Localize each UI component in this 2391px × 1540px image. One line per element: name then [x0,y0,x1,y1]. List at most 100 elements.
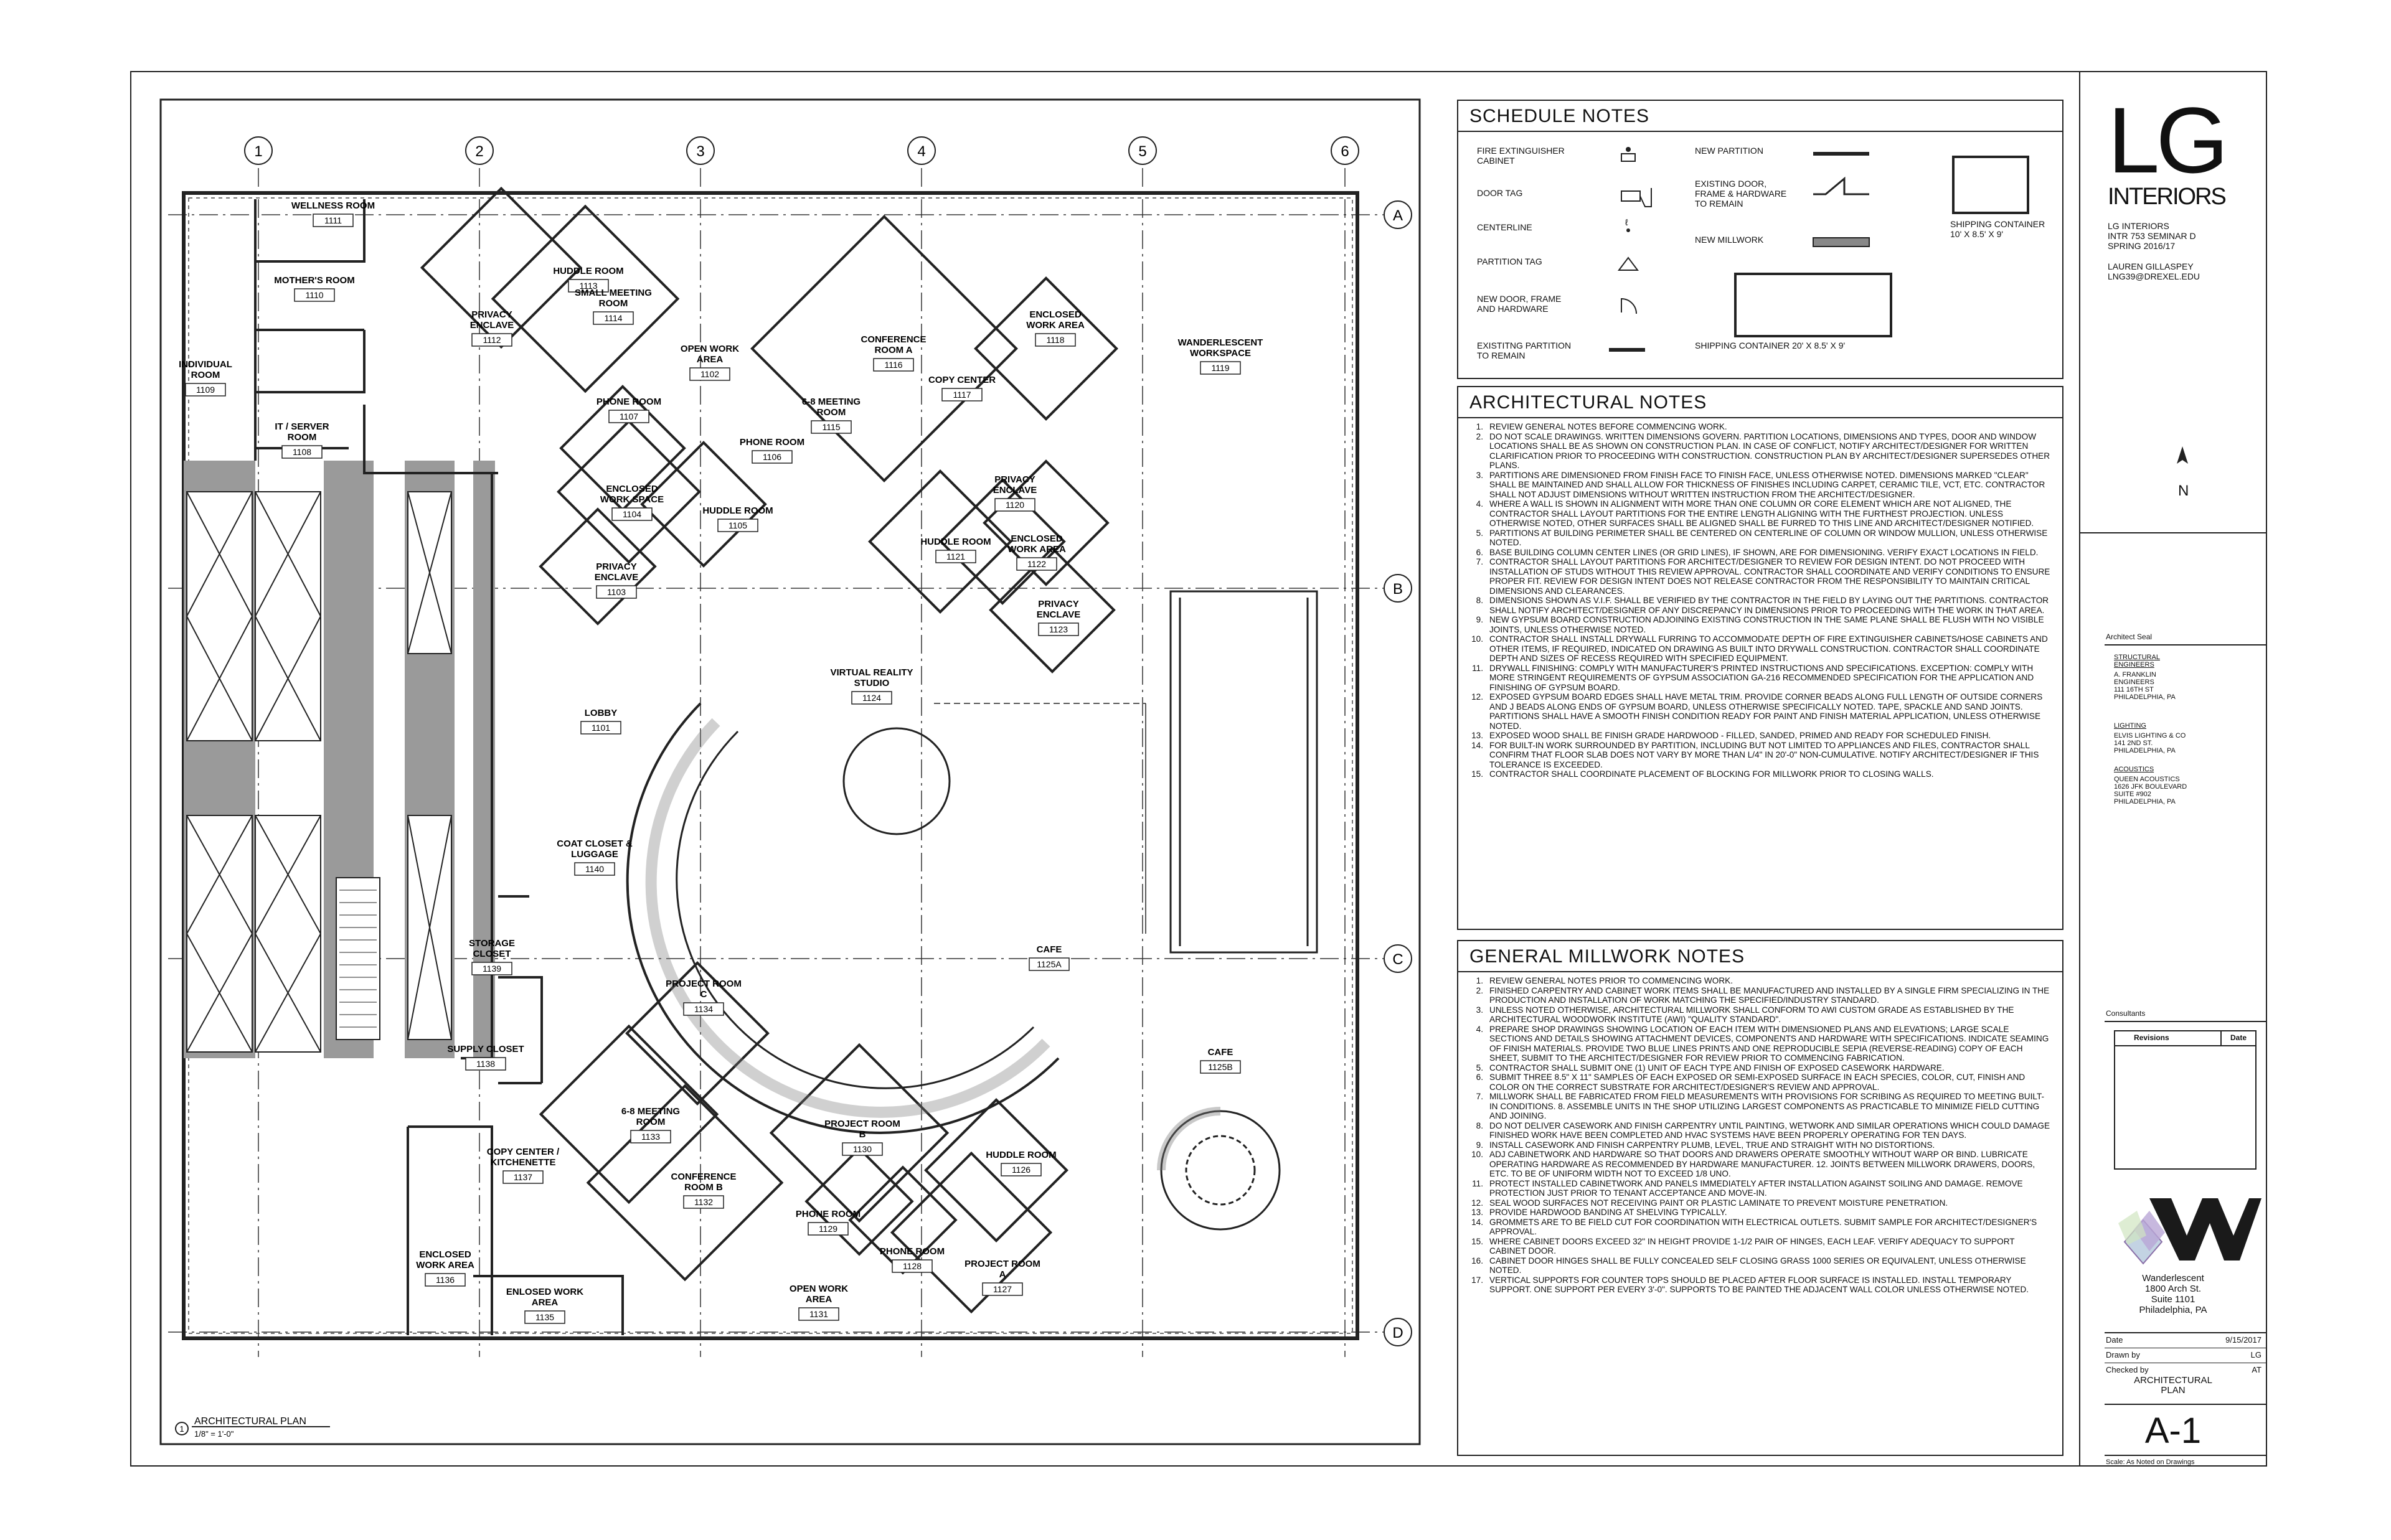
building-shell [182,191,1359,1340]
consultants-label: Consultants [2106,1009,2146,1018]
room-number: 1110 [305,290,323,300]
room-name: COPY CENTER / [487,1147,560,1157]
millwork-note: 9.INSTALL CASEWORK AND FINISH CARPENTRY … [1476,1140,1935,1150]
room-number-tag [471,333,512,347]
room-number: 1128 [903,1261,922,1271]
room-number-tag [465,1057,506,1071]
room-name: ENCLAVE [595,572,639,583]
millwork-note: 1.REVIEW GENERAL NOTES PRIOR TO COMMENCI… [1476,976,1733,985]
room-number-tag [281,445,323,459]
grid-bubble [686,136,715,165]
architect-seal-label: Architect Seal [2106,632,2153,641]
room-name: CAFE [1037,944,1062,955]
room-name: PRIVACY [1038,599,1079,609]
room-name: WANDERLESCENT [1178,337,1263,348]
room-name: B [859,1129,866,1140]
room-number: 1105 [729,520,747,530]
room-number-tag [425,1273,466,1287]
legend-shipping-container-20: SHIPPING CONTAINER 20' X 8.5' X 9' [1695,340,1846,350]
drawing-number: 1 [179,1424,184,1434]
room-name: PRIVACY [471,309,512,320]
room-number: 1140 [585,864,604,874]
room-number: 1103 [607,587,626,597]
room-number: 1125A [1037,959,1062,969]
legend-new-door: NEW DOOR, FRAME AND HARDWARE [1477,294,1562,314]
architectural-note: 2.DO NOT SCALE DRAWINGS. WRITTEN DIMENSI… [1476,431,2050,471]
room-number-tag [524,1310,565,1324]
schedule-notes-panel: SCHEDULE NOTES FIRE EXTINGUISHER CABINET… [1457,100,2063,379]
room-number-tag [1035,333,1076,347]
room-name: ROOM [599,298,628,309]
room-name: ENCLOSED [606,484,658,494]
room-name: 6-8 MEETING [802,397,861,407]
room-number-tag [683,1002,724,1016]
room-number-tag [941,388,983,401]
room-name: SMALL MEETING [575,288,652,298]
room-name: WORK AREA [1026,320,1085,331]
grid-row-label: B [1393,581,1403,598]
drawn-by-value: LG [2250,1350,2261,1359]
room-number: 1135 [535,1312,554,1322]
cafe-counter [1157,1107,1281,1231]
consultant-heading: LIGHTING [2114,722,2146,730]
room-name: STUDIO [854,678,890,688]
room-number: 1122 [1027,559,1046,569]
vr-studio [626,702,1146,1134]
room-name: VIRTUAL REALITY [830,667,913,678]
title-block: LG INTERIORS LG INTERIORS INTR 753 SEMIN… [2080,72,2266,1466]
room-name: CAFE [1208,1047,1233,1058]
architectural-notes-panel: ARCHITECTURAL NOTES 1.REVIEW GENERAL NOT… [1457,386,2063,930]
legend-centerline: CENTERLINE [1477,222,1532,232]
millwork-note: 17.VERTICAL SUPPORTS FOR COUNTER TOPS SH… [1471,1275,2029,1295]
grid-bubble [1384,1318,1412,1346]
room-number-tag [873,358,914,372]
checked-by-label: Checked by [2106,1365,2149,1374]
room-name: SUPPLY CLOSET [447,1044,524,1054]
room-number-tag [630,1130,671,1143]
room-name: WORKSPACE [1190,348,1251,359]
room-name: LUGGAGE [571,849,618,860]
svg-text:ℓ: ℓ [1625,217,1628,227]
room-name: PRIVACY [994,474,1035,485]
room-number: 1130 [853,1144,872,1154]
room-name: ENCLOSED [1011,533,1063,544]
room-number-tag [808,1222,849,1236]
room-name: ENCLOSED [1029,309,1082,320]
room-number-tag [611,507,653,521]
legend-new-partition: NEW PARTITION [1695,146,1763,156]
room-number-tag [1200,361,1241,375]
millwork-note: 5.CONTRACTOR SHALL SUBMIT ONE (1) UNIT O… [1476,1063,1945,1073]
room-name: PROJECT ROOM [824,1119,900,1129]
drawn-by-label: Drawn by [2106,1350,2140,1359]
room-name: ROOM A [874,345,912,355]
architectural-note: 8.DIMENSIONS SHOWN AS V.I.F. SHALL BE VE… [1476,596,2049,615]
grid-bubble [244,136,273,165]
designer-info: LAUREN GILLASPEY LNG39@DREXEL.EDU [2108,261,2200,281]
millwork-note: 14.GROMMETS ARE TO BE FIELD CUT FOR COOR… [1471,1217,2037,1237]
room-number: 1112 [483,335,501,345]
room-number-tag [851,691,892,705]
architectural-note: 15.CONTRACTOR SHALL COORDINATE PLACEMENT… [1471,769,1934,779]
legend-shipping-container-10: SHIPPING CONTAINER 10' X 8.5' X 9' [1950,219,2045,239]
room-name: A [999,1269,1006,1280]
room-number: 1124 [862,693,881,703]
room-name: PRIVACY [596,561,637,572]
room-number: 1104 [623,509,641,519]
north-label: N [2178,482,2189,499]
room-number-tag [593,311,634,325]
plan-frame [159,98,1421,1445]
room-number-tag [294,288,335,302]
millwork-note: 10.ADJ CABINETWORK AND HARDWARE SO THAT … [1471,1150,2035,1178]
room-number: 1123 [1049,624,1068,634]
room-number-tag [568,279,609,293]
room-name: HUDDLE ROOM [986,1150,1056,1160]
grid-row-label: D [1392,1325,1403,1341]
legend-symbols: ℓ [1609,147,2029,352]
grid-column-label: 6 [1341,143,1349,160]
room-name: ROOM [817,407,846,418]
room-name: PROJECT ROOM [964,1259,1040,1269]
grid-column-label: 3 [696,143,704,160]
drawing-title-block: 1 ARCHITECTURAL PLAN 1/8" = 1'-0" [175,1416,330,1439]
room-name: PHONE ROOM [880,1246,945,1257]
